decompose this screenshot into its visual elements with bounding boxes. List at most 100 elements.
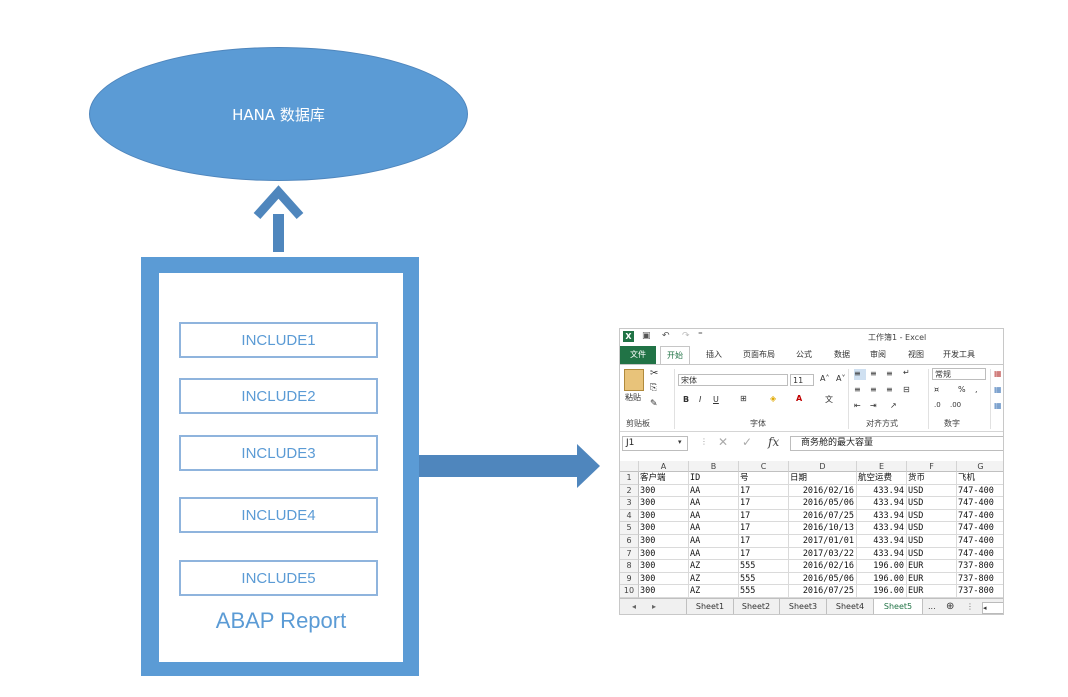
table-cell[interactable]: 555 [739,572,789,586]
merge-icon[interactable]: ⊟ [903,385,910,394]
table-cell[interactable]: USD [907,522,957,535]
table-cell[interactable]: 300 [639,560,689,573]
insert-function-icon[interactable]: fx [768,435,780,449]
copy-icon[interactable]: ⎘ [650,383,658,393]
sheet-tab-2[interactable]: Sheet2 [733,599,780,614]
paste-label[interactable]: 粘贴 [625,393,641,402]
table-cell[interactable]: 737-800 [957,585,1003,598]
table-cell[interactable]: AA [689,522,739,535]
header-cell[interactable]: 货币 [907,472,957,485]
header-cell[interactable]: 飞机 [957,472,1003,485]
decrease-indent-icon[interactable]: ⇤ [854,401,861,410]
bold-button[interactable]: B [683,395,690,404]
font-name-select[interactable]: 宋体 [678,374,788,386]
enter-icon[interactable]: ✓ [742,435,753,449]
table-cell[interactable]: 17 [739,484,789,498]
table-cell[interactable]: 737-800 [957,560,1003,573]
table-cell[interactable]: 300 [639,509,689,523]
tab-formulas[interactable]: 公式 [796,350,812,359]
column-header[interactable]: C [739,461,789,472]
column-header[interactable]: B [689,461,739,472]
table-cell[interactable]: 300 [639,497,689,510]
header-cell[interactable]: 号 [739,472,789,485]
table-cell[interactable]: 300 [639,484,689,498]
font-color-icon[interactable]: A [796,394,803,403]
table-cell[interactable]: 196.00 [857,560,907,573]
table-cell[interactable]: AA [689,484,739,498]
table-cell[interactable]: 2016/02/16 [789,560,857,573]
align-right-icon[interactable]: ≡ [886,385,893,394]
more-sheets-button[interactable]: ... [928,602,936,611]
header-cell[interactable]: ID [689,472,739,485]
paste-icon[interactable] [624,369,644,391]
table-cell[interactable]: 300 [639,522,689,535]
tab-insert[interactable]: 插入 [706,350,722,359]
undo-icon[interactable]: ↶ [662,331,670,341]
align-top-icon[interactable]: ≡ [854,369,866,380]
table-cell[interactable]: 300 [639,572,689,586]
orientation-icon[interactable]: ↗ [890,401,897,410]
row-header[interactable]: 3 [620,497,639,510]
tab-data[interactable]: 数据 [834,350,850,359]
row-header[interactable]: 10 [620,585,639,598]
wrap-text-icon[interactable]: ↵ [903,368,910,377]
scroll-left-icon[interactable]: ◂ [632,602,637,611]
row-header[interactable]: 6 [620,535,639,548]
row-header[interactable]: 1 [620,472,639,485]
table-cell[interactable]: 196.00 [857,585,907,598]
select-all-corner[interactable] [620,461,639,472]
table-cell[interactable]: 747-400 [957,522,1003,535]
column-header[interactable]: G [957,461,1003,472]
border-icon[interactable]: ⊞ [740,394,747,403]
table-cell[interactable]: USD [907,535,957,548]
formula-input[interactable]: 商务舱的最大容量 [790,436,1003,451]
increase-indent-icon[interactable]: ⇥ [870,401,877,410]
name-box[interactable]: J1 [622,436,688,451]
row-header[interactable]: 4 [620,509,639,523]
fill-color-icon[interactable]: ◈ [770,394,777,403]
table-cell[interactable]: 196.00 [857,572,907,586]
table-cell[interactable]: 17 [739,547,789,561]
table-format-icon[interactable]: ▦ [994,385,1002,394]
table-cell[interactable]: EUR [907,560,957,573]
table-cell[interactable]: 2016/10/13 [789,522,857,535]
sheet-tab-4[interactable]: Sheet4 [827,599,874,614]
table-cell[interactable]: 17 [739,509,789,523]
row-header[interactable]: 5 [620,522,639,535]
table-cell[interactable]: 17 [739,522,789,535]
table-cell[interactable]: 2016/02/16 [789,484,857,498]
name-box-dropdown-icon[interactable]: ▾ [678,438,682,446]
table-cell[interactable]: 433.94 [857,484,907,498]
add-sheet-button[interactable]: ⊕ [946,601,955,612]
comma-icon[interactable]: , [975,385,978,394]
table-cell[interactable]: 433.94 [857,509,907,523]
table-cell[interactable]: AA [689,497,739,510]
table-cell[interactable]: 2017/01/01 [789,535,857,548]
table-cell[interactable]: USD [907,484,957,498]
font-size-select[interactable]: 11 [790,374,814,386]
table-cell[interactable]: 2017/03/22 [789,547,857,561]
align-middle-icon[interactable]: ≡ [870,369,877,378]
column-header[interactable]: F [907,461,957,472]
table-cell[interactable]: 433.94 [857,522,907,535]
horizontal-scrollbar[interactable]: ◂ [982,602,1003,614]
table-cell[interactable]: AZ [689,572,739,586]
table-cell[interactable]: EUR [907,572,957,586]
header-cell[interactable]: 日期 [789,472,857,485]
tab-page-layout[interactable]: 页面布局 [743,350,775,359]
table-cell[interactable]: 747-400 [957,535,1003,548]
table-cell[interactable]: 300 [639,547,689,561]
row-header[interactable]: 9 [620,572,639,586]
table-cell[interactable]: 747-400 [957,497,1003,510]
sheet-tab-1[interactable]: Sheet1 [686,599,734,614]
header-cell[interactable]: 航空运费 [857,472,907,485]
table-cell[interactable]: 2016/07/25 [789,509,857,523]
table-cell[interactable]: 433.94 [857,497,907,510]
table-cell[interactable]: 17 [739,497,789,510]
table-cell[interactable]: 555 [739,585,789,598]
tab-splitter-icon[interactable]: ⋮ [966,602,974,611]
sheet-tab-3[interactable]: Sheet3 [780,599,827,614]
column-header[interactable]: E [857,461,907,472]
tab-file[interactable]: 文件 [620,346,656,364]
